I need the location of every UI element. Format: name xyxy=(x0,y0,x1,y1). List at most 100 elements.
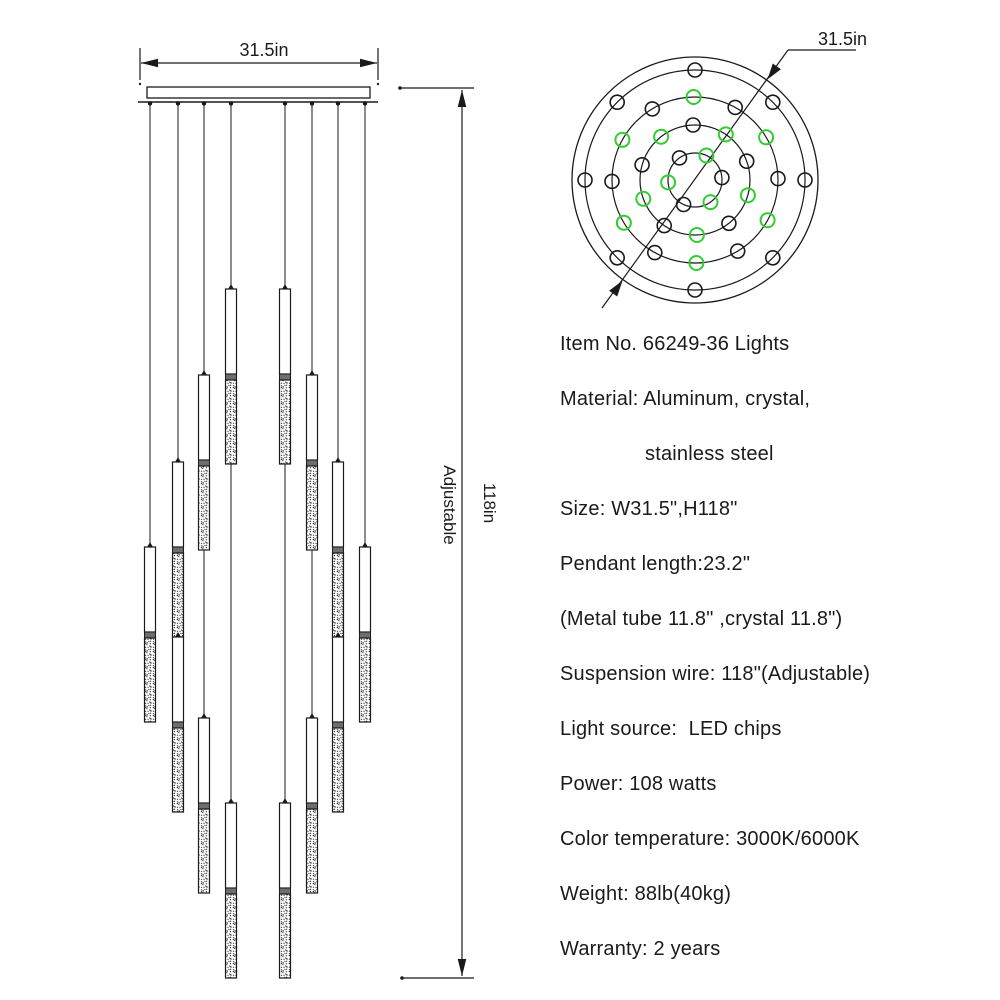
pendant-connector xyxy=(144,631,156,639)
pendant-crystal-tube xyxy=(171,727,185,813)
pendant-position-marker-green xyxy=(688,255,705,271)
pendant-connector xyxy=(225,887,237,895)
pendant-position-marker-black xyxy=(609,249,626,266)
pendant-position-marker-green xyxy=(614,131,631,148)
pendant-crystal-tube xyxy=(331,727,345,813)
pendant-crystal-tube xyxy=(331,552,345,638)
pendant-crystal-tube xyxy=(305,465,319,551)
wire-attachment-dot xyxy=(175,101,181,106)
spec-line: Color temperature: 3000K/6000K xyxy=(560,828,860,850)
pendant-crystal-tube xyxy=(305,808,319,894)
pendant-position-marker-black xyxy=(764,94,781,110)
spec-line: Size: W31.5",H118" xyxy=(560,498,738,520)
pendant-position-marker-black xyxy=(634,157,650,173)
arrow-lower-icon xyxy=(609,280,623,297)
spec-line: Material: Aluminum, crystal, xyxy=(560,388,811,410)
pendant-position-marker-green xyxy=(702,194,719,211)
pendant-position-marker-black xyxy=(644,101,661,117)
pendant-position-marker-black xyxy=(727,99,744,116)
pendant-position-marker-black xyxy=(675,196,692,213)
pendant-connector xyxy=(225,373,237,381)
pendant-metal-tube xyxy=(143,546,157,633)
pendant-crystal-tube xyxy=(278,379,292,465)
pendant-position-marker-green xyxy=(660,174,677,191)
pendant-metal-tube xyxy=(305,374,319,461)
pendant-connector xyxy=(172,546,184,554)
wire-attachment-dot xyxy=(201,101,207,106)
pendant-position-marker-green xyxy=(615,214,632,231)
pendant-metal-tube xyxy=(197,717,211,804)
wire-attachment-dot xyxy=(282,101,288,106)
arrow-left-icon xyxy=(141,58,158,68)
pendant-position-marker-black xyxy=(656,217,673,234)
ring-guide-circle xyxy=(584,69,806,291)
spec-line: Item No. 66249-36 Lights xyxy=(560,333,790,355)
pendant-position-marker-black xyxy=(687,282,703,298)
leader-diagonal-line xyxy=(601,49,789,309)
arrow-upper-icon xyxy=(767,63,781,80)
spec-line: Weight: 88lb(40kg) xyxy=(560,883,732,905)
pendant-position-marker-green xyxy=(685,89,702,105)
canopy-plate xyxy=(146,86,371,99)
pendant-crystal-tube xyxy=(197,465,211,551)
pendant-position-marker-green xyxy=(653,128,670,145)
pendant-metal-tube xyxy=(171,461,185,548)
pendant-metal-tube xyxy=(224,802,238,889)
pendant-metal-tube xyxy=(197,374,211,461)
pendant-metal-tube xyxy=(331,461,345,548)
pendant-metal-tube xyxy=(331,636,345,723)
pendant-position-marker-green xyxy=(635,190,652,207)
front-height-dimension: Adjustable 118in xyxy=(398,86,499,980)
pendant-connector xyxy=(359,631,371,639)
pendant-crystal-tube xyxy=(278,893,292,979)
pendant-crystal-tube xyxy=(224,893,238,979)
top-view xyxy=(571,56,819,304)
pendant-crystal-tube xyxy=(224,379,238,465)
pendant-connector xyxy=(279,373,291,381)
ring-guide-circle xyxy=(639,124,751,236)
pendant-position-marker-black xyxy=(671,150,688,166)
pendant-position-marker-green xyxy=(758,129,775,146)
front-width-dim-label: 31.5in xyxy=(239,40,288,60)
pendant-connector xyxy=(306,459,318,467)
wire-attachment-dot xyxy=(228,101,234,106)
pendant-position-marker-green xyxy=(698,147,715,164)
pendant-position-marker-green xyxy=(688,227,705,243)
pendant-position-marker-black xyxy=(687,62,703,78)
pendant-position-marker-black xyxy=(646,244,663,261)
wire-attachment-dot xyxy=(147,101,153,106)
pendant-metal-tube xyxy=(171,636,185,723)
pendant-connector xyxy=(279,887,291,895)
pendant-position-marker-black xyxy=(797,172,813,188)
spec-line: Power: 108 watts xyxy=(560,773,717,795)
pendant-crystal-tube xyxy=(143,637,157,723)
wire-attachment-dot xyxy=(309,101,315,106)
pendant-position-marker-black xyxy=(685,117,701,133)
pendant-connector xyxy=(332,721,344,729)
pendant-connector xyxy=(198,802,210,810)
spec-line: stainless steel xyxy=(645,443,774,465)
pendant-position-marker-black xyxy=(738,153,755,169)
pendant-position-marker-green xyxy=(739,187,756,204)
pendant-position-marker-black xyxy=(714,169,730,186)
arrow-up-icon xyxy=(457,90,467,107)
pendant-crystal-tube xyxy=(197,808,211,894)
canopy-outline-circle xyxy=(571,56,819,304)
arrow-right-icon xyxy=(360,58,377,68)
ring-guide-circle xyxy=(611,96,779,264)
pendant-position-marker-green xyxy=(759,212,776,229)
arrow-down-icon xyxy=(457,959,467,976)
pendant-position-marker-black xyxy=(764,249,781,266)
wire-attachment-dot xyxy=(335,101,341,106)
adjustable-label: Adjustable xyxy=(440,465,459,544)
ring-guide-circle xyxy=(667,152,723,208)
top-view-diameter-leader: 31.5in xyxy=(601,29,867,309)
extension-dot-top xyxy=(398,86,402,90)
pendant-crystal-tube xyxy=(171,552,185,638)
pendant-connector xyxy=(332,546,344,554)
spec-line: Suspension wire: 118"(Adjustable) xyxy=(560,663,871,685)
extension-dot-left xyxy=(138,82,142,86)
pendant-metal-tube xyxy=(278,802,292,889)
pendant-position-marker-black xyxy=(577,172,593,188)
